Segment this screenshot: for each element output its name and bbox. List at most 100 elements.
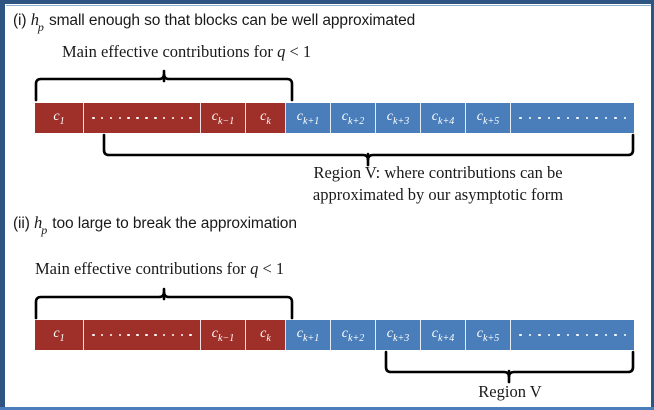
block-cell-subscript: k+3 <box>393 332 410 344</box>
dot <box>180 333 184 337</box>
panel-i-top-caption-var: q <box>277 42 286 61</box>
dot <box>557 333 560 337</box>
dot <box>519 116 522 120</box>
dot <box>118 116 122 120</box>
dot <box>92 333 95 337</box>
block-cell-subscript: k+2 <box>348 115 365 127</box>
block-cell-ck−1: ck−1 <box>201 320 246 350</box>
dot <box>614 116 617 120</box>
dot <box>136 116 139 120</box>
panel-ii-top-caption: Main effective contributions for q < 1 <box>35 259 284 279</box>
dot <box>100 333 104 337</box>
block-cell-subscript: k−1 <box>218 332 235 344</box>
block-cell-subscript: k+2 <box>348 332 365 344</box>
block-cell-label: ck+4 <box>431 325 455 344</box>
block-cell-label: ck+4 <box>431 108 455 127</box>
block-cell-subscript: 1 <box>59 115 65 127</box>
block-cell-ck+1: ck+1 <box>286 320 331 350</box>
block-cell-label: ck−1 <box>211 325 235 344</box>
dot <box>604 116 607 120</box>
ellipsis-dots <box>511 116 634 120</box>
dot <box>100 116 104 120</box>
dot <box>189 116 192 120</box>
dot <box>528 333 531 337</box>
dot <box>127 116 130 120</box>
block-cell-label: ck+1 <box>296 108 320 127</box>
block-cell-c1: c1 <box>35 320 84 350</box>
figure-border-right <box>651 0 654 410</box>
block-cell-subscript: k+3 <box>393 115 410 127</box>
dot <box>547 116 550 120</box>
figure-border-top <box>0 0 654 4</box>
dot <box>180 116 184 120</box>
ellipsis-dots <box>84 333 200 337</box>
block-cell-ck: ck <box>246 103 286 133</box>
panel-i-region-v-caption: Region V: where contributions can be app… <box>243 162 633 206</box>
dot <box>154 116 157 120</box>
block-cell-ck: ck <box>246 320 286 350</box>
block-cell-ck+4: ck+4 <box>421 320 466 350</box>
figure-border-left <box>0 0 5 410</box>
panel-i-heading-rest: small enough so that blocks can be well … <box>44 12 416 29</box>
dot <box>145 116 148 120</box>
block-cell-subscript: k+1 <box>303 115 320 127</box>
block-cell-c1: c1 <box>35 103 84 133</box>
block-cell-label: ck+1 <box>296 325 320 344</box>
panel-i-region-v-brace <box>101 133 637 167</box>
block-cell-subscript: k+4 <box>438 115 455 127</box>
panel-ii-top-caption-post: < 1 <box>258 259 285 278</box>
dot <box>557 116 560 120</box>
block-cell-subscript: 1 <box>59 332 65 344</box>
panel-i-block-strip: c1 ck−1 ck ck+1 ck+2 ck+3 ck+4 ck+5 <box>35 103 634 133</box>
panel-i-top-caption-pre: Main effective contributions for <box>62 42 278 61</box>
dot <box>566 333 569 337</box>
panel-ii-top-caption-var: q <box>250 259 259 278</box>
panel-ii-heading-rest: too large to break the approximation <box>48 215 297 232</box>
block-cell-label: ck+2 <box>341 108 365 127</box>
block-cell-ck+2: ck+2 <box>331 103 376 133</box>
block-cell-ellipsis <box>511 320 634 350</box>
panel-i-top-caption: Main effective contributions for q < 1 <box>62 42 311 62</box>
dot <box>538 333 541 337</box>
block-cell-ck+3: ck+3 <box>376 320 421 350</box>
panel-ii-region-v-brace <box>383 350 637 384</box>
panel-ii-region-v-caption-line1: Region V <box>478 382 542 401</box>
block-cell-label: ck+3 <box>386 108 410 127</box>
panel-ii-heading-sub: p <box>41 223 48 238</box>
block-cell-subscript: k+5 <box>483 115 500 127</box>
figure-border-top-hairline <box>6 5 651 6</box>
block-cell-label: ck+5 <box>476 108 500 127</box>
panel-i-heading: (i) hp small enough so that blocks can b… <box>13 10 416 34</box>
panel-i-heading-prefix: (i) <box>13 12 31 29</box>
dot <box>595 333 598 337</box>
panel-ii-heading: (ii) hp too large to break the approxima… <box>13 213 297 238</box>
block-cell-label: c1 <box>53 325 65 344</box>
dot <box>171 333 175 337</box>
block-cell-ellipsis <box>84 103 201 133</box>
dot <box>109 116 113 120</box>
dot <box>162 333 166 337</box>
dot <box>585 116 588 120</box>
block-cell-label: ck <box>260 325 271 344</box>
dot <box>145 333 148 337</box>
dot <box>109 333 113 337</box>
block-cell-label: ck+3 <box>386 325 410 344</box>
panel-i-top-caption-post: < 1 <box>285 42 312 61</box>
dot <box>595 116 598 120</box>
panel-i-region-v-caption-line2: approximated by our asymptotic form <box>312 184 564 204</box>
dot <box>576 333 579 337</box>
dot <box>623 333 626 337</box>
dot <box>171 116 175 120</box>
panel-i-main-contributions-brace <box>33 69 295 102</box>
dot <box>162 116 166 120</box>
block-cell-ck+3: ck+3 <box>376 103 421 133</box>
block-cell-subscript: k+5 <box>483 332 500 344</box>
block-cell-label: ck−1 <box>211 108 235 127</box>
block-cell-ck+1: ck+1 <box>286 103 331 133</box>
panel-i-region-v-caption-line1: Region V: where contributions can be <box>313 163 563 182</box>
block-cell-subscript: k+1 <box>303 332 320 344</box>
dot <box>136 333 139 337</box>
panel-ii-region-v-caption: Region V <box>412 381 608 403</box>
